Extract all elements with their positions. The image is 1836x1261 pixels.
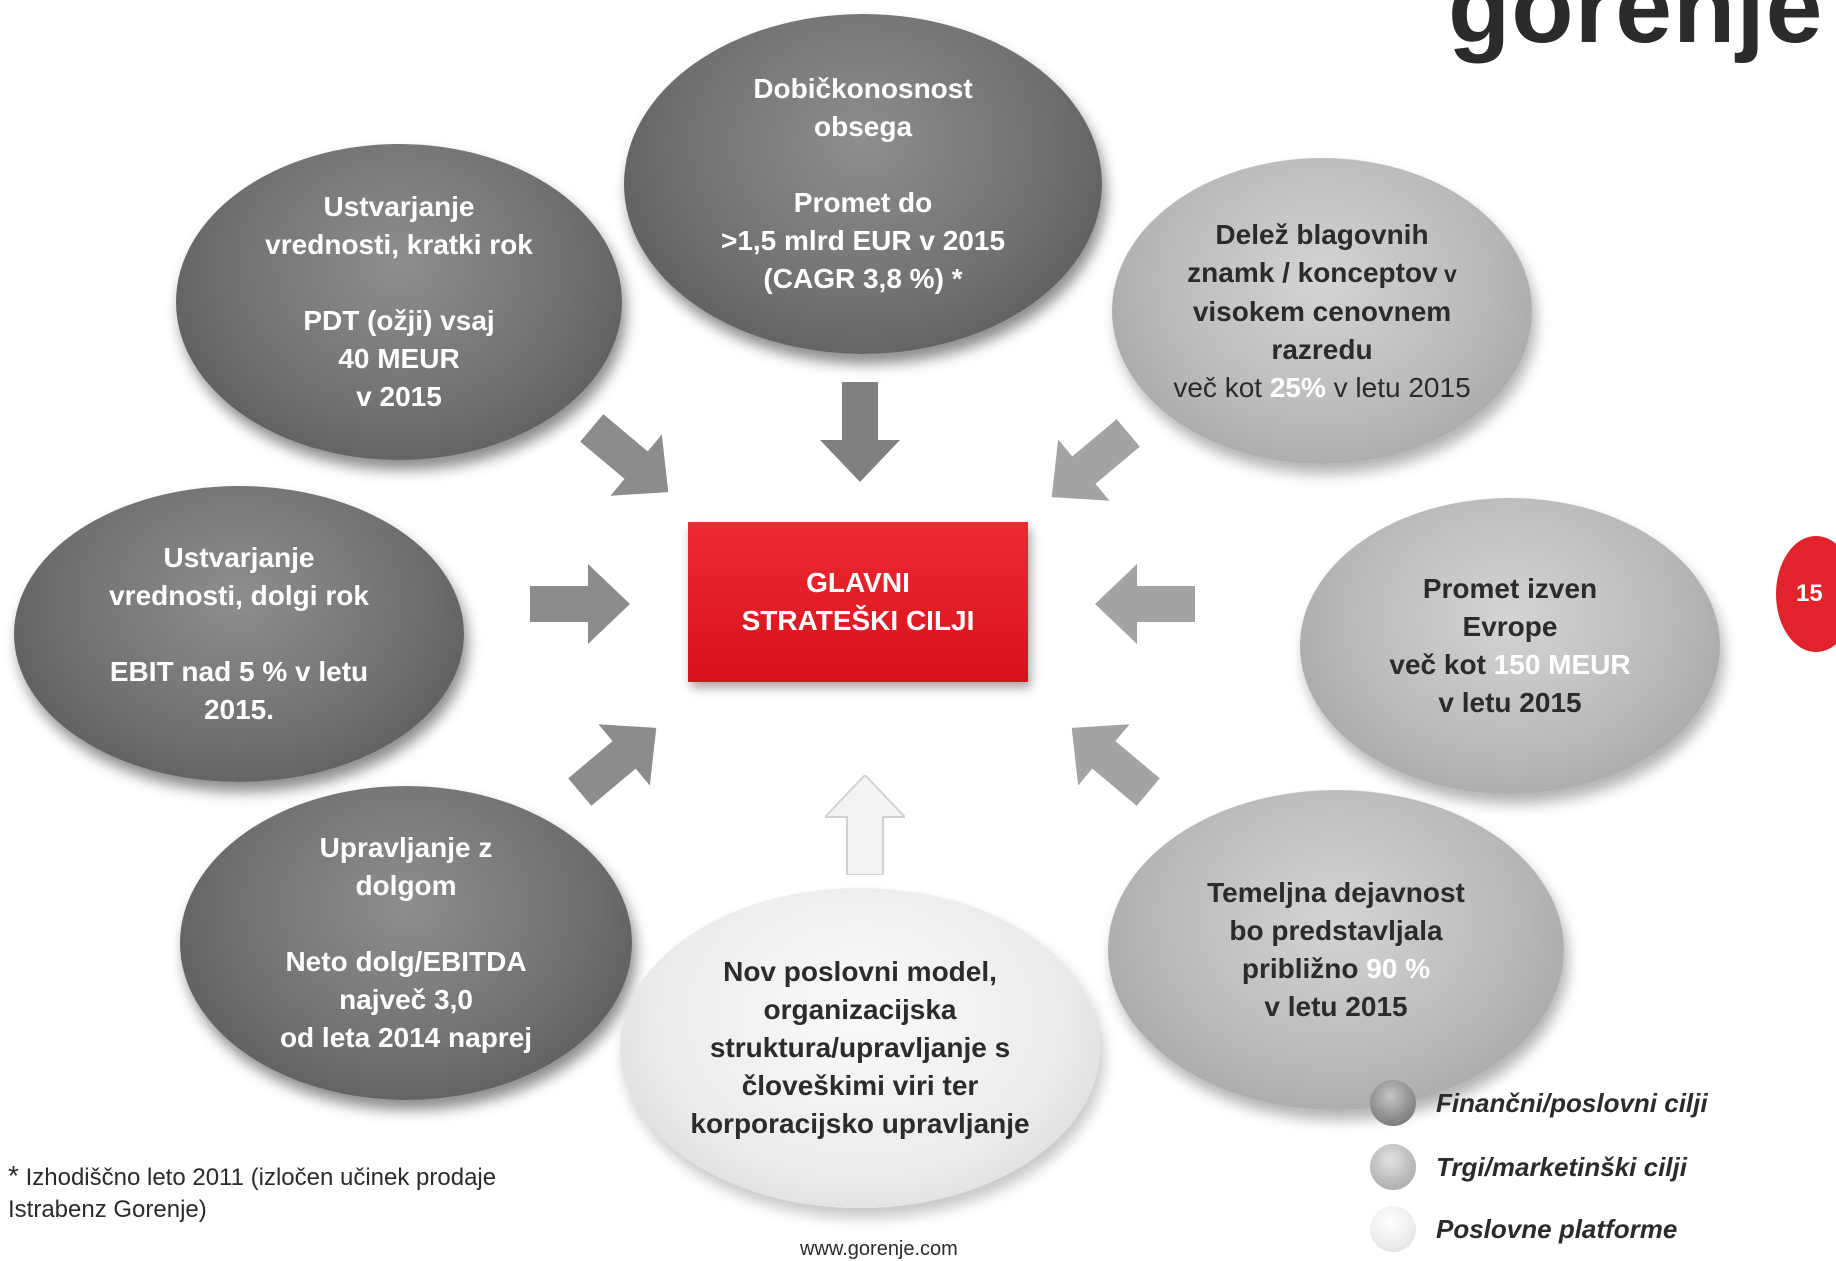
goal-debt-detail-1: Neto dolg/EBITDA bbox=[285, 946, 527, 977]
goal-profitability-title-2: obsega bbox=[813, 111, 913, 142]
goal-business-model-ellipse: Nov poslovni model, organizacijska struk… bbox=[620, 888, 1100, 1208]
goal-business-model-line-5: korporacijsko upravljanje bbox=[690, 1108, 1030, 1139]
arrow-from-core-icon bbox=[1071, 724, 1160, 806]
goal-short-term-title-1: Ustvarjanje bbox=[323, 191, 475, 222]
legend-light-sphere-icon bbox=[1370, 1206, 1416, 1252]
goal-brands-line-3: visokem cenovnem bbox=[1192, 295, 1452, 327]
goal-profitability-ellipse: Dobičkonosnost obsega Promet do >1,5 mlr… bbox=[624, 14, 1102, 354]
goal-outside-europe-detail-1: več kot 150 MEUR bbox=[1389, 649, 1631, 680]
footnote: * Izhodiščno leto 2011 (izločen učinek p… bbox=[8, 1160, 608, 1226]
footnote-text-1: Izhodiščno leto 2011 (izločen učinek pro… bbox=[18, 1164, 497, 1191]
goal-core-line-3: približno 90 % bbox=[1241, 953, 1431, 984]
goal-profitability-detail-2: >1,5 mlrd EUR v 2015 bbox=[720, 225, 1006, 256]
goal-business-model-line-1: Nov poslovni model, bbox=[723, 956, 997, 987]
goal-debt-detail-3: od leta 2014 naprej bbox=[279, 1022, 533, 1053]
goal-short-term-detail-2: 40 MEUR bbox=[338, 343, 460, 374]
goal-business-model-line-4: človeškimi viri ter bbox=[741, 1070, 979, 1101]
goal-brands-line-1: Delež blagovnih bbox=[1215, 218, 1429, 250]
goal-short-term-detail-1: PDT (ožji) vsaj bbox=[303, 305, 495, 336]
goal-short-term-detail-3: v 2015 bbox=[356, 381, 442, 412]
goal-brands-line-2: znamk / konceptov v bbox=[1187, 256, 1457, 288]
goal-short-term-ellipse: Ustvarjanje vrednosti, kratki rok PDT (o… bbox=[176, 144, 622, 460]
goal-debt-title-2: dolgom bbox=[355, 870, 457, 901]
goal-profitability-detail-1: Promet do bbox=[793, 187, 933, 218]
goal-core-ellipse: Temeljna dejavnost bo predstavljala prib… bbox=[1108, 790, 1564, 1110]
goal-outside-europe-detail-2: v letu 2015 bbox=[1438, 687, 1582, 718]
center-line-1: GLAVNI bbox=[806, 567, 910, 598]
goal-core-line-2: bo predstavljala bbox=[1229, 915, 1443, 946]
legend-label-financial: Finančni/poslovni cilji bbox=[1436, 1087, 1708, 1118]
footnote-text-2: Istrabenz Gorenje) bbox=[8, 1196, 207, 1223]
goal-outside-europe-title-2: Evrope bbox=[1462, 611, 1558, 642]
gorenje-logo: gorenje bbox=[1448, 0, 1824, 64]
arrow-from-short-term-icon bbox=[580, 414, 669, 496]
legend-label-platforms: Poslovne platforme bbox=[1436, 1213, 1678, 1244]
arrow-from-outside-europe-icon bbox=[1095, 564, 1195, 644]
legend-dark-sphere-icon bbox=[1370, 1080, 1416, 1126]
goal-brands-line-4: razredu bbox=[1271, 333, 1373, 365]
website-url: www.gorenje.com bbox=[800, 1238, 958, 1260]
goal-debt-title-1: Upravljanje z bbox=[319, 832, 493, 863]
legend-mid-sphere-icon bbox=[1370, 1144, 1416, 1190]
page-number: 15 bbox=[1796, 580, 1823, 607]
goal-long-term-ellipse: Ustvarjanje vrednosti, dolgi rok EBIT na… bbox=[14, 486, 464, 782]
goal-brands-line-5: več kot 25% v letu 2015 bbox=[1173, 371, 1471, 403]
goal-outside-europe-title-1: Promet izven bbox=[1422, 573, 1598, 604]
goal-debt-ellipse: Upravljanje z dolgom Neto dolg/EBITDA na… bbox=[180, 786, 632, 1100]
goal-core-line-1: Temeljna dejavnost bbox=[1207, 877, 1465, 908]
legend-item-financial: Finančni/poslovni cilji bbox=[1370, 1080, 1708, 1126]
goal-long-term-title-1: Ustvarjanje bbox=[163, 542, 315, 573]
goal-profitability-title-1: Dobičkonosnost bbox=[753, 73, 973, 104]
goal-outside-europe-ellipse: Promet izven Evrope več kot 150 MEUR v l… bbox=[1300, 498, 1720, 794]
legend-item-platforms: Poslovne platforme bbox=[1370, 1206, 1677, 1252]
footnote-star: * bbox=[8, 1160, 19, 1191]
goal-long-term-title-2: vrednosti, dolgi rok bbox=[109, 580, 369, 611]
arrow-from-profitability-icon bbox=[820, 382, 900, 482]
goal-debt-detail-2: največ 3,0 bbox=[339, 984, 473, 1015]
goal-long-term-detail-2: 2015. bbox=[203, 694, 275, 725]
arrow-from-long-term-icon bbox=[530, 564, 630, 644]
goal-profitability-detail-3: (CAGR 3,8 %) * bbox=[763, 263, 963, 294]
goal-short-term-title-2: vrednosti, kratki rok bbox=[265, 229, 533, 260]
arrow-from-debt-icon bbox=[568, 724, 657, 806]
legend-item-markets: Trgi/marketinški cilji bbox=[1370, 1144, 1687, 1190]
arrow-from-business-model-icon bbox=[825, 775, 905, 875]
goal-core-line-4: v letu 2015 bbox=[1264, 991, 1408, 1022]
goal-brands-ellipse: Delež blagovnih znamk / konceptov v viso… bbox=[1112, 158, 1532, 464]
goal-business-model-line-3: struktura/upravljanje s bbox=[709, 1032, 1011, 1063]
page-number-badge: 15 bbox=[1776, 536, 1836, 652]
goal-business-model-line-2: organizacijska bbox=[763, 994, 957, 1025]
goal-long-term-detail-1: EBIT nad 5 % v letu bbox=[109, 656, 369, 687]
center-line-2: STRATEŠKI CILJI bbox=[741, 605, 975, 636]
arrow-from-brands-icon bbox=[1051, 419, 1140, 501]
main-strategic-goals-box: GLAVNI STRATEŠKI CILJI bbox=[688, 522, 1028, 682]
legend-label-markets: Trgi/marketinški cilji bbox=[1436, 1151, 1687, 1182]
